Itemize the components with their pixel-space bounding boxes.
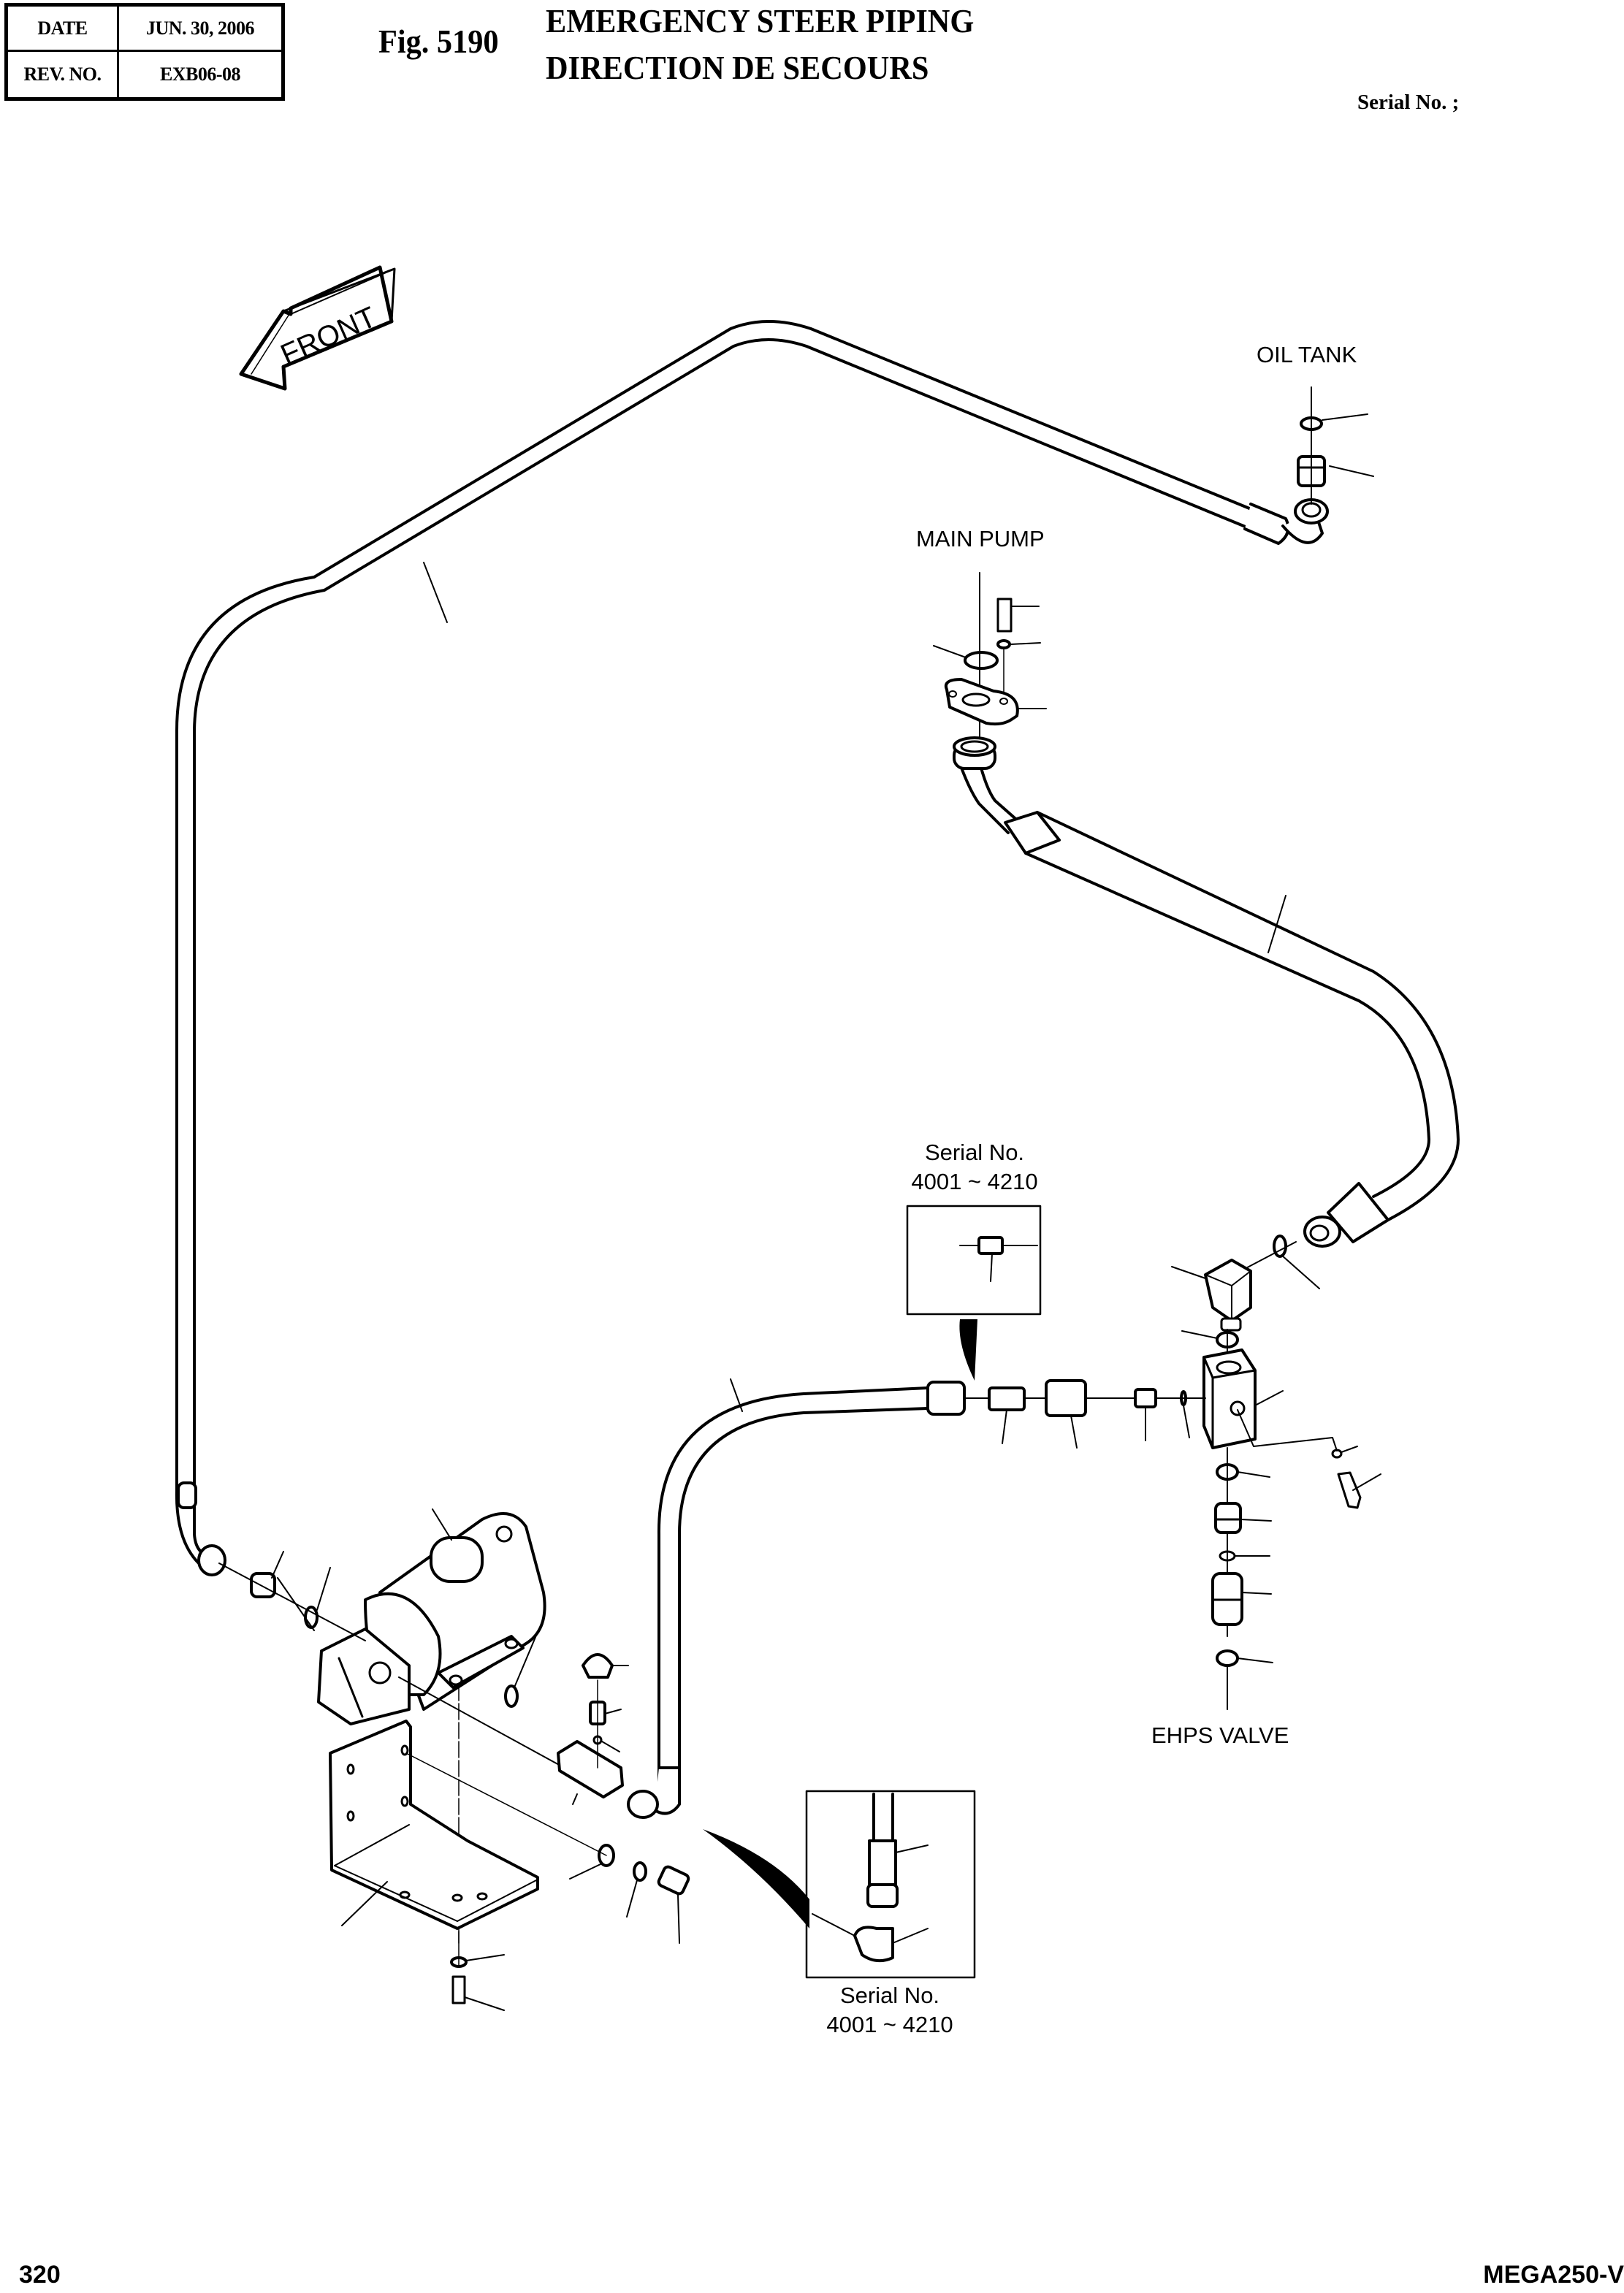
- page-title-english: EMERGENCY STEER PIPING: [546, 2, 975, 39]
- main-pump-bolt: [996, 598, 1013, 633]
- valve-bottom-adapter: [1214, 1502, 1242, 1534]
- ehps-valve-label: EHPS VALVE: [1151, 1722, 1289, 1748]
- rev-value: EXB06-08: [159, 64, 241, 85]
- upper-hose: [175, 320, 1290, 1492]
- revision-table: DATE JUN. 30, 2006 REV. NO. EXB06-08: [4, 3, 285, 101]
- lower-hose-elbow: [653, 1766, 681, 1815]
- serial-number-label: Serial No. ;: [1357, 91, 1460, 114]
- coupling: [1045, 1379, 1087, 1417]
- inline-fittings: [926, 1379, 1206, 1449]
- ehps-valve-assembly: [1171, 1259, 1381, 1710]
- valve-block: [1202, 1348, 1257, 1449]
- callout-pointer: [703, 1829, 809, 1928]
- inset-2-serial: Serial No. 4001 ~ 4210: [817, 1981, 963, 2040]
- figure-number: Fig. 5190: [378, 23, 499, 60]
- inset-1-serial-label: Serial No.: [924, 1140, 1025, 1165]
- elbow-fitting: [1204, 1259, 1252, 1322]
- main-pump-flange: [945, 678, 1019, 726]
- model-name: MEGA250-V: [1483, 2261, 1624, 2289]
- inset-1-serial: Serial No. 4001 ~ 4210: [901, 1138, 1048, 1197]
- inset-2-serial-range: 4001 ~ 4210: [826, 2012, 953, 2037]
- adapter: [1134, 1388, 1157, 1408]
- inset-1-serial-range: 4001 ~ 4210: [911, 1169, 1038, 1194]
- pump-outlet-fittings: [504, 1631, 629, 1805]
- date-value: JUN. 30, 2006: [119, 7, 281, 52]
- motor-bracket: [329, 1720, 690, 2011]
- lower-hose: [627, 1378, 929, 1819]
- inset-detail-lower: [703, 1790, 976, 1979]
- callout-pointer: [959, 1319, 977, 1381]
- inset-2-serial-label: Serial No.: [839, 1983, 940, 2008]
- bracket-bolt: [451, 1975, 466, 2004]
- main-pump-fittings: [933, 572, 1047, 753]
- main-pump-oring: [964, 651, 999, 670]
- pump-inlet-adapter: [250, 1572, 276, 1598]
- page-title-french: DIRECTION DE SECOURS: [546, 49, 929, 86]
- inset-detail-upper: [906, 1205, 1042, 1381]
- valve-side-nipple: [1337, 1471, 1362, 1509]
- rev-label: REV. NO.: [8, 52, 119, 97]
- pump-inlet-fittings: [175, 1481, 366, 1641]
- pressure-switch: [582, 1653, 614, 1679]
- pump-outlet-adapter: [557, 1740, 624, 1798]
- page-number: 320: [19, 2261, 61, 2289]
- check-valve: [988, 1386, 1026, 1411]
- oil-tank-label: OIL TANK: [1257, 342, 1357, 367]
- date-label: DATE: [8, 7, 119, 52]
- oil-tank-fittings: [1281, 386, 1374, 544]
- pump-hose: [953, 736, 1460, 1289]
- bracket-washer: [450, 1956, 468, 1968]
- front-arrow-icon: FRONT: [239, 265, 396, 391]
- main-pump-label: MAIN PUMP: [916, 526, 1045, 552]
